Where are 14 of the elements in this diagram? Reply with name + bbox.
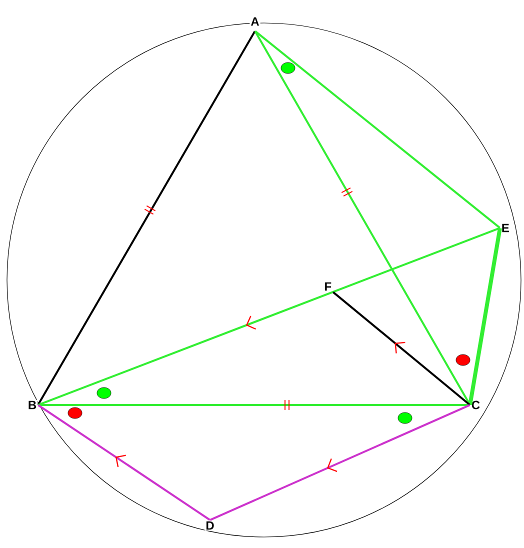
line-segment <box>332 291 470 406</box>
line-segment <box>254 30 471 406</box>
line-segment <box>210 404 470 521</box>
point-label: F <box>323 281 333 292</box>
line-segment <box>38 404 470 406</box>
point-label: E <box>500 222 510 234</box>
line-segment <box>38 227 500 406</box>
line-segment <box>468 228 502 406</box>
point-label: A <box>250 16 260 27</box>
line-segment <box>37 30 256 406</box>
line-segment <box>254 30 500 229</box>
point-label: B <box>26 400 38 410</box>
line-segment <box>38 404 210 521</box>
point-label: D <box>204 520 216 531</box>
